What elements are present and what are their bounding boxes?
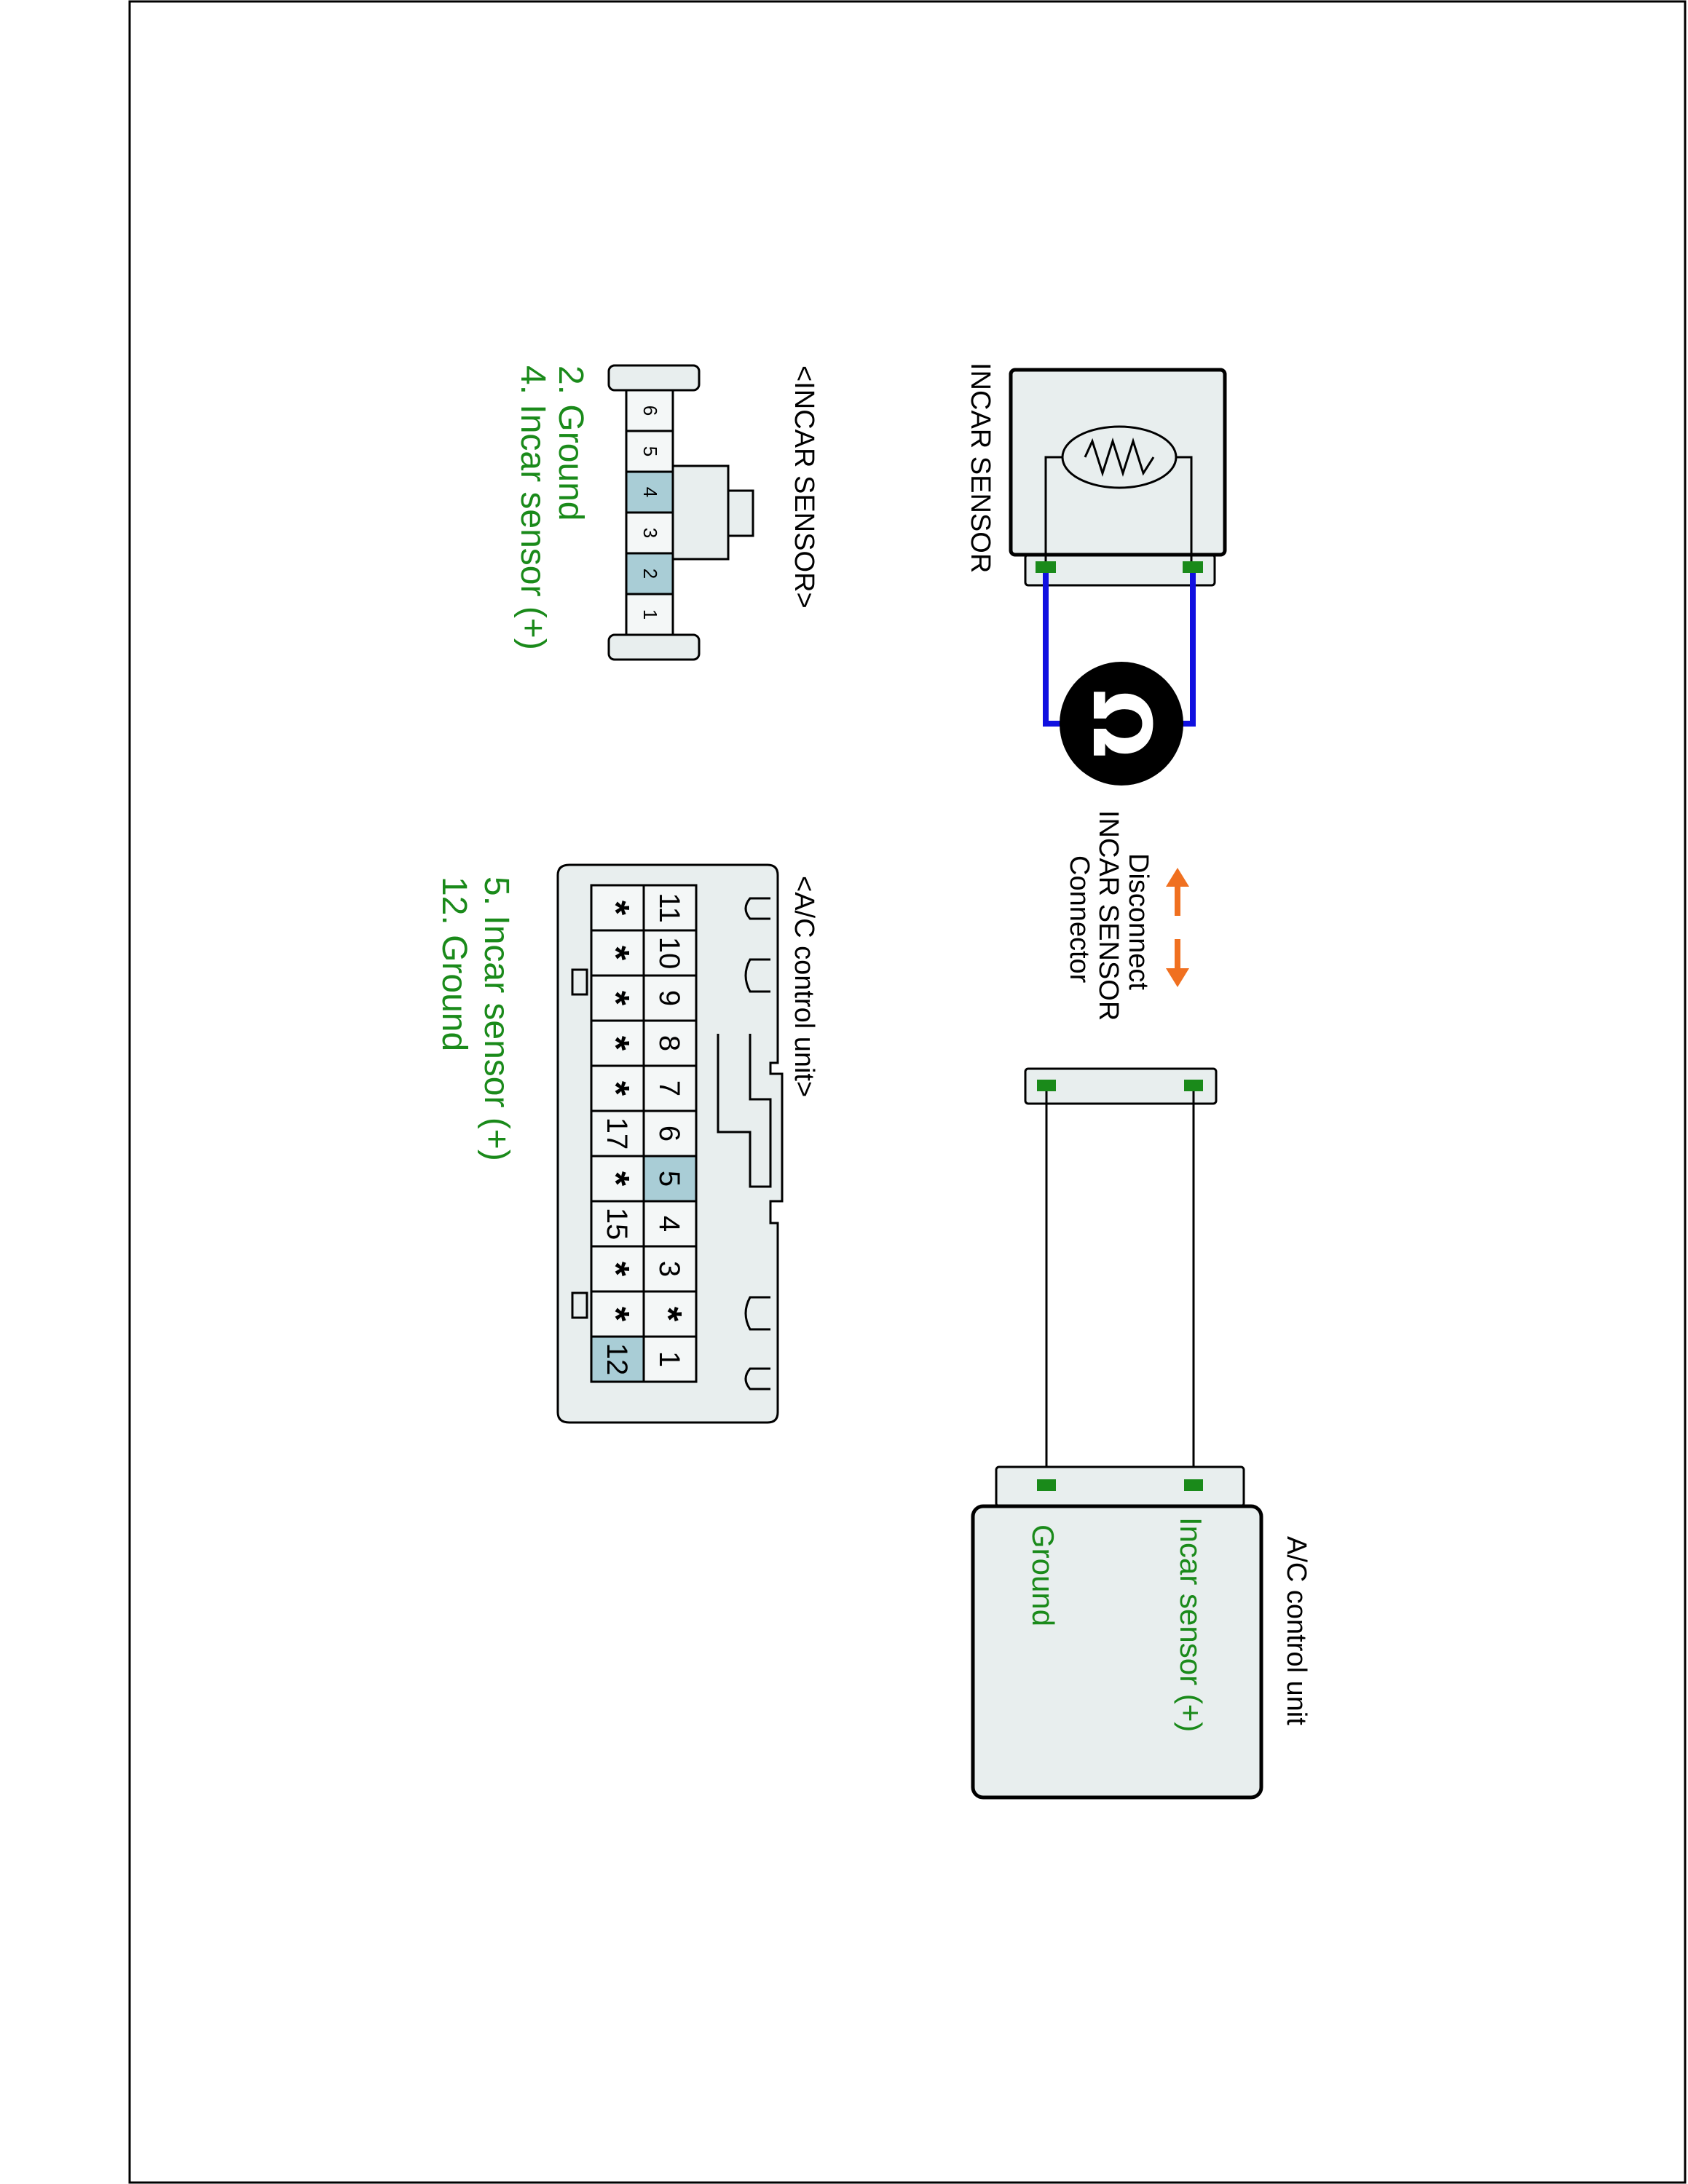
ac-pin-label-bottom-7: * — [594, 1171, 636, 1187]
ac-pin-label-bottom-10: * — [594, 1307, 636, 1322]
incar-connector-face: <INCAR SENSOR> 6 5 4 3 2 1 2. Ground 4. Incar… — [513, 364, 819, 661]
incar-pin-label-3: 3 — [639, 528, 661, 538]
incar-sensor-component: INCAR SENSOR — [965, 363, 1227, 587]
disconnect-note-line-3: Connector — [1064, 855, 1095, 984]
incar-terminal-1 — [1036, 561, 1056, 573]
ac-pin-label-top-3: 9 — [653, 990, 685, 1006]
ac-unit-pin-label-sensor: Incar sensor (+) — [1174, 1517, 1208, 1732]
page-frame — [128, 0, 1687, 2184]
incar-pin-4 — [625, 470, 674, 514]
ac-connector-clip-1 — [571, 968, 588, 996]
ac-pin-bottom-9 — [590, 1245, 645, 1293]
disconnect-note-line-2: INCAR SENSOR — [1093, 810, 1124, 1021]
ac-connector-bump-1 — [744, 897, 770, 920]
ac-pin-label-bottom-9: * — [594, 1262, 636, 1277]
incar-pin-1 — [625, 593, 674, 636]
ac-pin-label-bottom-5: * — [594, 1081, 636, 1096]
ac-legend-line-2: 12. Ground — [435, 877, 473, 1051]
ac-pin-top-1 — [642, 884, 698, 932]
disconnect-note-line-1: Disconnect — [1123, 853, 1153, 990]
incar-pin-label-4: 4 — [639, 487, 661, 497]
ac-pin-label-bottom-11: 12 — [601, 1343, 633, 1376]
ac-pin-label-top-5: 7 — [653, 1080, 685, 1096]
ac-pin-label-top-7: 5 — [653, 1171, 685, 1187]
ac-connector-bump-3 — [744, 1296, 770, 1331]
ac-pin-bottom-2 — [590, 929, 645, 977]
ac-pin-label-top-10: * — [647, 1307, 689, 1322]
incar-sensor-inner-wiring — [1044, 456, 1063, 566]
incar-connector-title: <INCAR SENSOR> — [789, 365, 819, 609]
ac-terminal-ground — [1037, 1479, 1056, 1491]
ac-pin-label-top-6: 6 — [653, 1125, 685, 1142]
ac-pin-bottom-11 — [590, 1335, 645, 1383]
ac-pin-top-11 — [642, 1335, 698, 1383]
ac-pin-bottom-7 — [590, 1155, 645, 1203]
ohm-meter-icon: Ω — [1060, 662, 1183, 786]
incar-legend-line-1: 2. Ground — [551, 365, 590, 521]
resistor-icon — [1061, 425, 1178, 489]
ac-pin-label-bottom-8: 15 — [601, 1208, 633, 1241]
ac-pin-label-bottom-3: * — [594, 991, 636, 1006]
ac-connector-face: <A/C control unit> 11 10 9 8 7 6 5 4 3 * 1 * * * * * 17 *… — [435, 863, 819, 1424]
mating-terminal-1 — [1037, 1080, 1056, 1091]
ac-pin-bottom-8 — [590, 1200, 645, 1248]
ac-pin-label-top-1: 11 — [653, 893, 685, 923]
incar-connector-latch-outer — [725, 489, 754, 537]
incar-pin-6 — [625, 389, 674, 432]
incar-pin-5 — [625, 430, 674, 473]
ac-connector-key — [717, 1034, 772, 1188]
incar-pin-label-1: 1 — [639, 609, 661, 620]
ac-unit-connector-tab — [995, 1465, 1245, 1508]
incar-sensor-box-label: INCAR SENSOR — [965, 363, 995, 573]
ac-unit-box-label: A/C control unit — [1281, 1536, 1312, 1725]
incar-terminal-2 — [1183, 561, 1203, 573]
ac-pin-label-bottom-1: * — [594, 901, 636, 916]
incar-pin-column: 6 5 4 3 2 1 — [625, 389, 674, 636]
ac-unit-box — [971, 1504, 1263, 1800]
incar-pin-label-5: 5 — [639, 446, 661, 456]
ac-pin-label-top-11: 1 — [653, 1351, 685, 1367]
ac-pin-top-9 — [642, 1245, 698, 1293]
incar-sensor-box — [1009, 368, 1227, 557]
ac-pin-label-bottom-4: * — [594, 1036, 636, 1051]
incar-sensor-inner-wiring-2 — [1175, 456, 1193, 566]
ac-pin-label-top-8: 4 — [653, 1216, 685, 1232]
ac-legend-line-1: 5. Incar sensor (+) — [477, 877, 516, 1161]
incar-pin-label-2: 2 — [639, 569, 661, 579]
incar-pin-3 — [625, 511, 674, 555]
ac-pin-label-bottom-6: 17 — [601, 1117, 633, 1150]
incar-pin-label-6: 6 — [639, 405, 661, 416]
mating-terminal-2 — [1184, 1080, 1203, 1091]
incar-pin-2 — [625, 552, 674, 596]
ac-pin-bottom-5 — [590, 1064, 645, 1112]
ac-connector-clip-2 — [571, 1291, 588, 1319]
incar-connector-end-tab-top — [607, 364, 701, 392]
ac-pin-top-8 — [642, 1200, 698, 1248]
ac-pin-bottom-1 — [590, 884, 645, 932]
ac-connector-bump-4 — [744, 1367, 770, 1390]
ac-control-unit-component: Incar sensor (+) Ground A/C control unit — [971, 1465, 1312, 1800]
ac-terminal-sensor — [1184, 1479, 1203, 1491]
incar-connector-latch — [671, 464, 730, 561]
ac-unit-pin-label-ground: Ground — [1026, 1524, 1060, 1626]
ac-connector-bump-2 — [744, 958, 770, 993]
ac-pin-grid: 11 10 9 8 7 6 5 4 3 * 1 * * * * * 17 * 15 * * 12 — [590, 884, 698, 1383]
ac-pin-label-top-9: 3 — [653, 1261, 685, 1277]
double-arrow-icon — [1166, 868, 1189, 987]
incar-legend-line-2: 4. Incar sensor (+) — [513, 365, 552, 650]
ac-pin-top-3 — [642, 974, 698, 1022]
mating-connector — [1024, 1067, 1218, 1105]
ac-pin-label-bottom-2: * — [594, 946, 636, 961]
ac-pin-label-top-4: 8 — [653, 1035, 685, 1051]
ac-pin-label-top-2: 10 — [653, 937, 685, 970]
svg-text:Ω: Ω — [1075, 689, 1168, 758]
incar-connector-end-tab-bottom — [607, 633, 701, 661]
ac-connector-title: <A/C control unit> — [789, 876, 819, 1097]
